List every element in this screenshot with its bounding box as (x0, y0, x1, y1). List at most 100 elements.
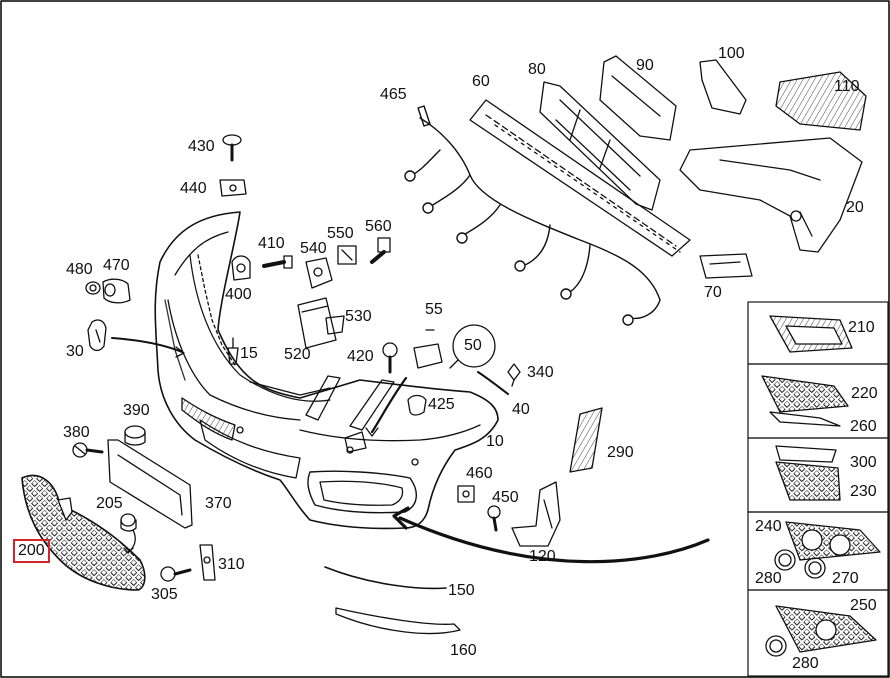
part-550-clip[interactable] (337, 245, 357, 265)
part-540-bracket[interactable] (305, 257, 333, 289)
part-310-clip[interactable] (199, 544, 216, 581)
part-150-strip[interactable] (324, 566, 447, 590)
callout-30[interactable]: 30 (66, 343, 84, 360)
bumper-upper-rail[interactable] (189, 254, 331, 402)
part-15-pin[interactable] (227, 337, 239, 365)
part-460-nut[interactable] (457, 485, 475, 503)
callout-100[interactable]: 100 (718, 45, 745, 62)
part-470-sensor[interactable] (102, 278, 131, 304)
callout-60[interactable]: 60 (472, 73, 490, 90)
callout-380[interactable]: 380 (63, 424, 90, 441)
part-390-grommet[interactable] (124, 425, 146, 446)
part-530-bracket[interactable] (325, 315, 345, 335)
part-440-nut[interactable] (219, 179, 247, 197)
callout-80[interactable]: 80 (528, 61, 546, 78)
part-465-wiring-harness[interactable] (404, 105, 661, 326)
part-250-grille[interactable] (775, 605, 877, 653)
part-205-clip[interactable] (120, 513, 137, 532)
part-120-bracket[interactable] (511, 481, 561, 547)
callout-280-b[interactable]: 280 (792, 655, 819, 672)
callout-240[interactable]: 240 (755, 518, 782, 535)
part-210-vent[interactable] (769, 315, 853, 353)
callout-70[interactable]: 70 (704, 284, 722, 301)
part-30-bracket[interactable] (87, 319, 107, 352)
callout-470[interactable]: 470 (103, 257, 130, 274)
callout-450[interactable]: 450 (492, 489, 519, 506)
part-420-screw[interactable] (382, 342, 398, 374)
callout-260[interactable]: 260 (850, 418, 877, 435)
callout-340[interactable]: 340 (527, 364, 554, 381)
part-80-impact-beam[interactable] (539, 81, 661, 211)
part-100-bracket[interactable] (699, 59, 747, 115)
part-20-side-bracket[interactable] (679, 137, 863, 253)
callout-425[interactable]: 425 (428, 396, 455, 413)
part-425-clip[interactable] (407, 394, 427, 416)
bumper-trim-right[interactable] (349, 379, 395, 431)
part-290-marker[interactable] (569, 407, 603, 473)
callout-310[interactable]: 310 (218, 556, 245, 573)
callout-150[interactable]: 150 (448, 582, 475, 599)
part-340-pin[interactable] (507, 363, 521, 387)
callout-200-highlighted[interactable]: 200 (13, 539, 50, 563)
callout-370[interactable]: 370 (205, 495, 232, 512)
callout-480[interactable]: 480 (66, 261, 93, 278)
part-300-trim[interactable] (775, 445, 837, 463)
part-305-screw[interactable] (160, 566, 192, 582)
part-70-bracket[interactable] (699, 253, 753, 279)
part-400-holder[interactable] (231, 255, 251, 281)
part-60-absorber[interactable] (469, 99, 691, 257)
part-370-license-plate-holder[interactable] (107, 439, 193, 529)
callout-530[interactable]: 530 (345, 308, 372, 325)
callout-300[interactable]: 300 (850, 454, 877, 471)
callout-55[interactable]: 55 (425, 301, 443, 318)
callout-390[interactable]: 390 (123, 402, 150, 419)
callout-205[interactable]: 205 (96, 495, 123, 512)
part-40-strip[interactable] (477, 371, 509, 395)
part-430-screw[interactable] (222, 134, 242, 162)
callout-250[interactable]: 250 (850, 597, 877, 614)
part-230-grille[interactable] (775, 461, 841, 501)
callout-410[interactable]: 410 (258, 235, 285, 252)
callout-280-a[interactable]: 280 (755, 570, 782, 587)
callout-440[interactable]: 440 (180, 180, 207, 197)
callout-40[interactable]: 40 (512, 401, 530, 418)
part-480-ring[interactable] (85, 281, 101, 295)
callout-230[interactable]: 230 (850, 483, 877, 500)
callout-50[interactable]: 50 (464, 337, 482, 354)
callout-400[interactable]: 400 (225, 286, 252, 303)
part-270-ring[interactable] (804, 557, 826, 579)
part-55-bracket[interactable] (413, 329, 443, 369)
callout-270[interactable]: 270 (832, 570, 859, 587)
callout-20[interactable]: 20 (846, 199, 864, 216)
part-520-control-unit[interactable] (297, 297, 337, 349)
callout-430[interactable]: 430 (188, 138, 215, 155)
part-380-bolt[interactable] (72, 442, 104, 458)
part-bumper-clip[interactable] (344, 431, 367, 453)
part-260-trim[interactable] (769, 411, 841, 427)
callout-10[interactable]: 10 (486, 433, 504, 450)
part-110-absorber[interactable] (775, 71, 867, 131)
callout-220[interactable]: 220 (851, 385, 878, 402)
bumper-trim-left[interactable] (305, 375, 341, 421)
part-240-grille[interactable] (785, 521, 881, 561)
callout-160[interactable]: 160 (450, 642, 477, 659)
part-280-ring-b[interactable] (765, 635, 787, 657)
grille-200[interactable] (21, 474, 146, 591)
callout-465[interactable]: 465 (380, 86, 407, 103)
callout-420[interactable]: 420 (347, 348, 374, 365)
callout-560[interactable]: 560 (365, 218, 392, 235)
callout-520[interactable]: 520 (284, 346, 311, 363)
callout-110[interactable]: 110 (834, 78, 860, 95)
part-410-bolt[interactable] (262, 255, 293, 269)
part-220-grille[interactable] (761, 375, 849, 413)
part-160-strip[interactable] (335, 607, 461, 635)
callout-120[interactable]: 120 (529, 548, 556, 565)
part-560-bolt[interactable] (370, 237, 391, 264)
callout-210[interactable]: 210 (848, 319, 875, 336)
callout-290[interactable]: 290 (607, 444, 634, 461)
callout-90[interactable]: 90 (636, 57, 654, 74)
callout-540[interactable]: 540 (300, 240, 327, 257)
callout-460[interactable]: 460 (466, 465, 493, 482)
part-450-screw[interactable] (487, 505, 501, 532)
callout-305[interactable]: 305 (151, 586, 178, 603)
